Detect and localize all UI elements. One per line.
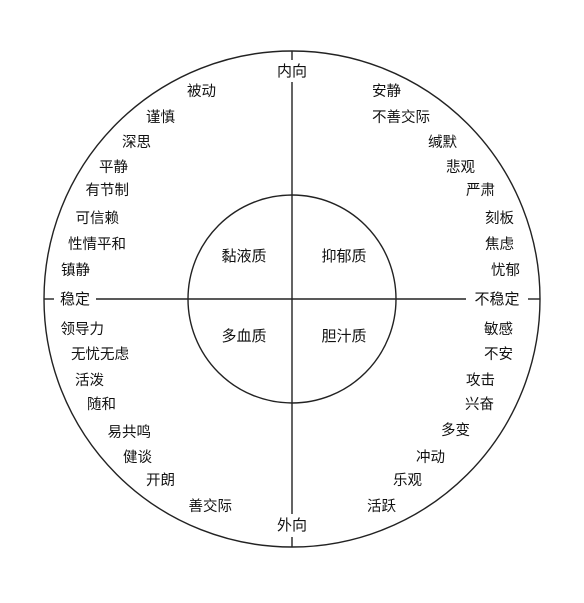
trait-label: 悲观 <box>446 159 475 176</box>
trait-label: 严肃 <box>466 182 495 199</box>
trait-label: 善交际 <box>189 497 233 515</box>
trait-label: 健谈 <box>123 449 152 466</box>
trait-label: 开朗 <box>146 472 175 489</box>
trait-label: 安静 <box>372 83 401 100</box>
trait-label: 乐观 <box>393 472 422 489</box>
traits-lower-right: 敏感 不安 攻击 兴奋 多变 冲动 乐观 活跃 <box>367 321 513 515</box>
traits-upper-left: 被动 谨慎 深思 平静 有节制 可信赖 性情平和 镇静 <box>61 83 216 279</box>
trait-label: 易共鸣 <box>108 424 152 441</box>
trait-label: 性情平和 <box>68 236 126 253</box>
temperament-sanguine: 多血质 <box>221 327 266 345</box>
axis-label-stable: 稳定 <box>60 290 90 308</box>
trait-label: 谨慎 <box>146 109 175 126</box>
trait-label: 活跃 <box>367 498 396 515</box>
trait-label: 忧郁 <box>491 262 520 279</box>
temperament-melancholic: 抑郁质 <box>321 247 366 265</box>
trait-label: 兴奋 <box>465 396 494 413</box>
temperament-choleric: 胆汁质 <box>321 327 366 345</box>
traits-lower-left: 领导力 无忧无虑 活泼 随和 易共鸣 健谈 开朗 善交际 <box>61 321 233 515</box>
trait-label: 可信赖 <box>76 210 120 227</box>
trait-label: 不安 <box>484 346 513 363</box>
trait-label: 焦虑 <box>485 236 514 253</box>
axis-label-extrovert: 外向 <box>277 516 307 534</box>
trait-label: 领导力 <box>61 321 105 338</box>
trait-label: 随和 <box>87 396 116 413</box>
trait-label: 镇静 <box>61 262 90 279</box>
trait-label: 深思 <box>122 134 151 151</box>
trait-label: 缄默 <box>428 134 457 151</box>
trait-label: 多变 <box>441 422 470 439</box>
trait-label: 刻板 <box>485 209 514 227</box>
traits-upper-right: 安静 不善交际 缄默 悲观 严肃 刻板 焦虑 忧郁 <box>372 83 520 279</box>
trait-label: 被动 <box>187 83 216 100</box>
temperament-phlegmatic: 黏液质 <box>221 247 266 265</box>
trait-label: 冲动 <box>416 449 445 466</box>
trait-label: 不善交际 <box>372 108 430 126</box>
axis-label-introvert: 内向 <box>277 62 307 80</box>
trait-label: 敏感 <box>484 321 513 338</box>
trait-label: 无忧无虑 <box>71 346 129 363</box>
trait-label: 攻击 <box>466 372 495 389</box>
trait-label: 有节制 <box>86 182 130 199</box>
trait-label: 活泼 <box>75 372 104 389</box>
trait-label: 平静 <box>99 159 128 176</box>
axis-label-unstable: 不稳定 <box>474 290 519 308</box>
